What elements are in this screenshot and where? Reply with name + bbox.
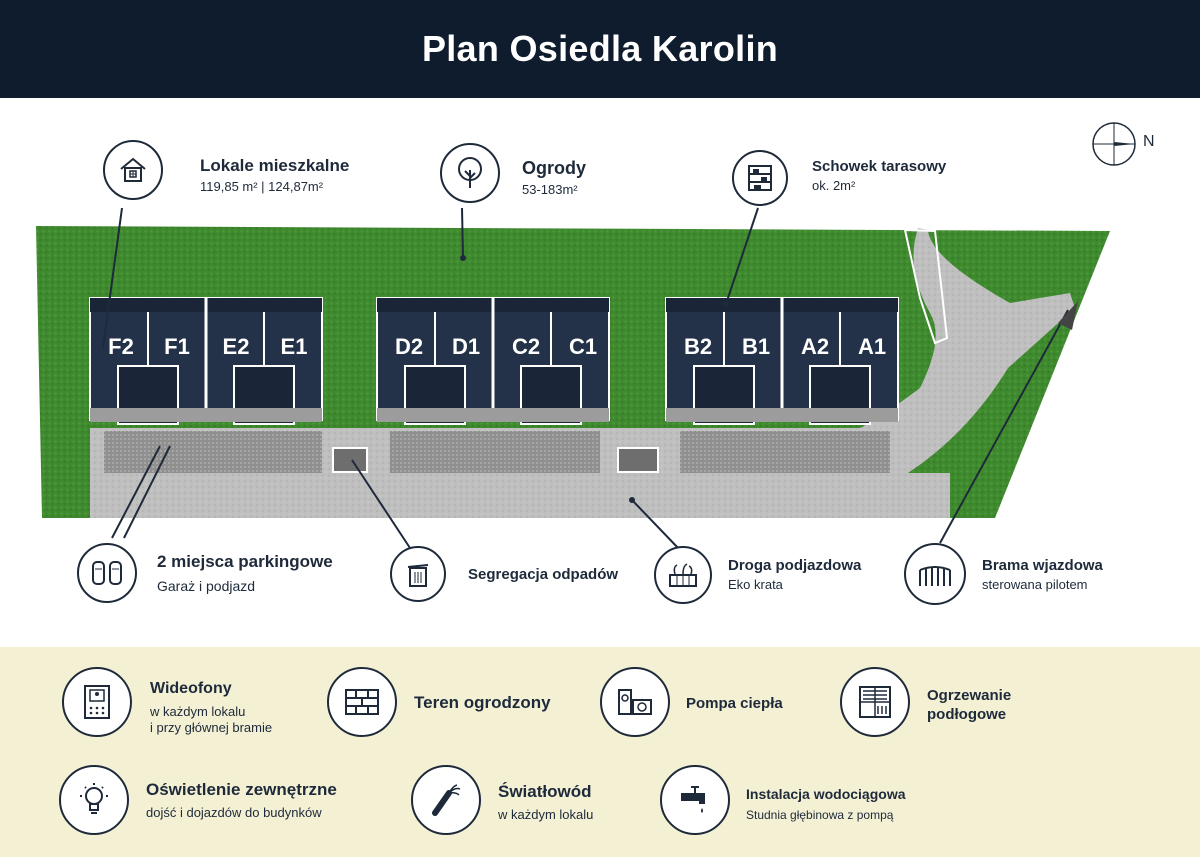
site-plan: F2 F1 E2 E1 D2 D1 C2 C1 B2 B1 A2 A1 — [36, 122, 1136, 551]
north-label: N — [1143, 133, 1155, 150]
feature-teren: Teren ogrodzony — [414, 693, 551, 712]
callout-schowek-sub: ok. 2m² — [812, 178, 856, 193]
callout-schowek-title: Schowek tarasowy — [812, 158, 947, 175]
driveway-f-e — [104, 431, 322, 473]
feature-pompa: Pompa ciepła — [686, 694, 783, 713]
feature-swiatlowod-sub: w każdym lokalu — [498, 807, 594, 822]
shelf-icon — [732, 150, 788, 206]
unit-label-a1: A1 — [858, 334, 886, 359]
callout-parking: 2 miejsca parkingowe Garaż i podjazd — [157, 552, 333, 594]
callout-ogrody-title: Ogrody — [522, 158, 587, 178]
callout-ogrody-sub: 53-183m² — [522, 182, 578, 197]
callout-brama-sub: sterowana pilotem — [982, 577, 1088, 592]
feature-oswietlenie-sub: dojść i dojazdów do budynków — [146, 805, 322, 820]
unit-label-a2: A2 — [801, 334, 829, 359]
callout-droga-title: Droga podjazdowa — [728, 557, 862, 574]
feature-oswietlenie: Oświetlenie zewnętrzne dojść i dojazdów … — [146, 780, 337, 821]
feature-oswietlenie-title: Oświetlenie zewnętrzne — [146, 780, 337, 799]
leader-parking-2 — [123, 445, 171, 539]
waste-area-2 — [617, 447, 659, 473]
feature-teren-title: Teren ogrodzony — [414, 693, 551, 712]
driveway-d-c — [390, 431, 600, 473]
floor-heating-icon — [840, 667, 910, 737]
leader-lokale — [102, 207, 123, 349]
unit-label-e2: E2 — [223, 334, 250, 359]
feature-instalacja-title: Instalacja wodociągowa — [746, 786, 906, 802]
leader-schowek — [725, 207, 759, 305]
page-title: Plan Osiedla Karolin — [421, 28, 779, 69]
water-tap-icon — [660, 765, 730, 835]
unit-label-d1: D1 — [452, 334, 480, 359]
building-block-dc — [376, 297, 610, 425]
leader-ogrody — [461, 207, 464, 259]
leader-segregacja — [351, 459, 411, 549]
callout-parking-sub: Garaż i podjazd — [157, 578, 256, 594]
feature-pompa-title: Pompa ciepła — [686, 695, 783, 712]
unit-label-b1: B1 — [742, 334, 770, 359]
building-block-ba — [665, 297, 899, 425]
unit-label-c1: C1 — [569, 334, 597, 359]
feature-instalacja: Instalacja wodociągowa Studnia głębinowa… — [746, 785, 906, 823]
unit-label-f1: F1 — [164, 334, 190, 359]
feature-wideofony-title: Wideofony — [150, 680, 232, 697]
building-block-fe — [89, 297, 323, 425]
light-bulb-icon — [59, 765, 129, 835]
feature-wideofony: Wideofony w każdym lokalu i przy głównej… — [150, 679, 272, 736]
page-header: Plan Osiedla Karolin — [0, 0, 1200, 98]
callout-schowek: Schowek tarasowy ok. 2m² — [812, 158, 946, 193]
waste-area-1 — [332, 447, 368, 473]
callout-parking-title: 2 miejsca parkingowe — [157, 552, 333, 571]
feature-wideofony-sub2: i przy głównej bramie — [150, 720, 273, 735]
tree-icon — [440, 143, 500, 203]
callout-lokale: Lokale mieszkalne 119,85 m² | 124,87m² — [200, 156, 349, 194]
feature-swiatlowod: Światłowód w każdym lokalu — [498, 782, 593, 823]
callout-droga-sub: Eko krata — [728, 577, 783, 592]
leader-droga — [631, 499, 681, 551]
unit-label-c2: C2 — [512, 334, 540, 359]
house-icon — [103, 140, 163, 200]
leader-brama — [939, 309, 1069, 544]
brick-wall-icon — [327, 667, 397, 737]
unit-label-d2: D2 — [395, 334, 423, 359]
callout-droga: Droga podjazdowa Eko krata — [728, 557, 861, 592]
feature-ogrzewanie-title2: podłogowe — [927, 706, 1007, 723]
fiber-optic-icon — [411, 765, 481, 835]
eco-grid-icon — [654, 546, 712, 604]
feature-ogrzewanie-title1: Ogrzewanie — [927, 687, 1012, 704]
unit-label-f2: F2 — [108, 334, 134, 359]
callout-segregacja-title: Segregacja odpadów — [468, 566, 619, 583]
callout-brama: Brama wjazdowa sterowana pilotem — [982, 557, 1103, 592]
unit-label-e1: E1 — [281, 334, 308, 359]
compass-icon — [1092, 122, 1136, 166]
intercom-icon — [62, 667, 132, 737]
callout-lokale-sub: 119,85 m² | 124,87m² — [200, 179, 324, 194]
callout-lokale-title: Lokale mieszkalne — [200, 156, 350, 175]
leader-parking-1 — [111, 445, 161, 539]
driveway-b-a — [680, 431, 890, 473]
feature-instalacja-sub: Studnia głębinowa z pompą — [746, 808, 894, 822]
feature-wideofony-sub1: w każdym lokalu — [150, 704, 246, 719]
feature-ogrzewanie: Ogrzewanie podłogowe — [927, 686, 1011, 724]
callout-segregacja: Segregacja odpadów — [468, 566, 618, 583]
features-panel — [0, 647, 1200, 857]
trash-icon — [390, 546, 446, 602]
heat-pump-icon — [600, 667, 670, 737]
callout-ogrody: Ogrody 53-183m² — [522, 158, 586, 197]
unit-label-b2: B2 — [684, 334, 712, 359]
feature-swiatlowod-title: Światłowód — [498, 782, 592, 801]
gate-icon — [904, 543, 966, 605]
cars-icon — [77, 543, 137, 603]
callout-brama-title: Brama wjazdowa — [982, 557, 1103, 574]
